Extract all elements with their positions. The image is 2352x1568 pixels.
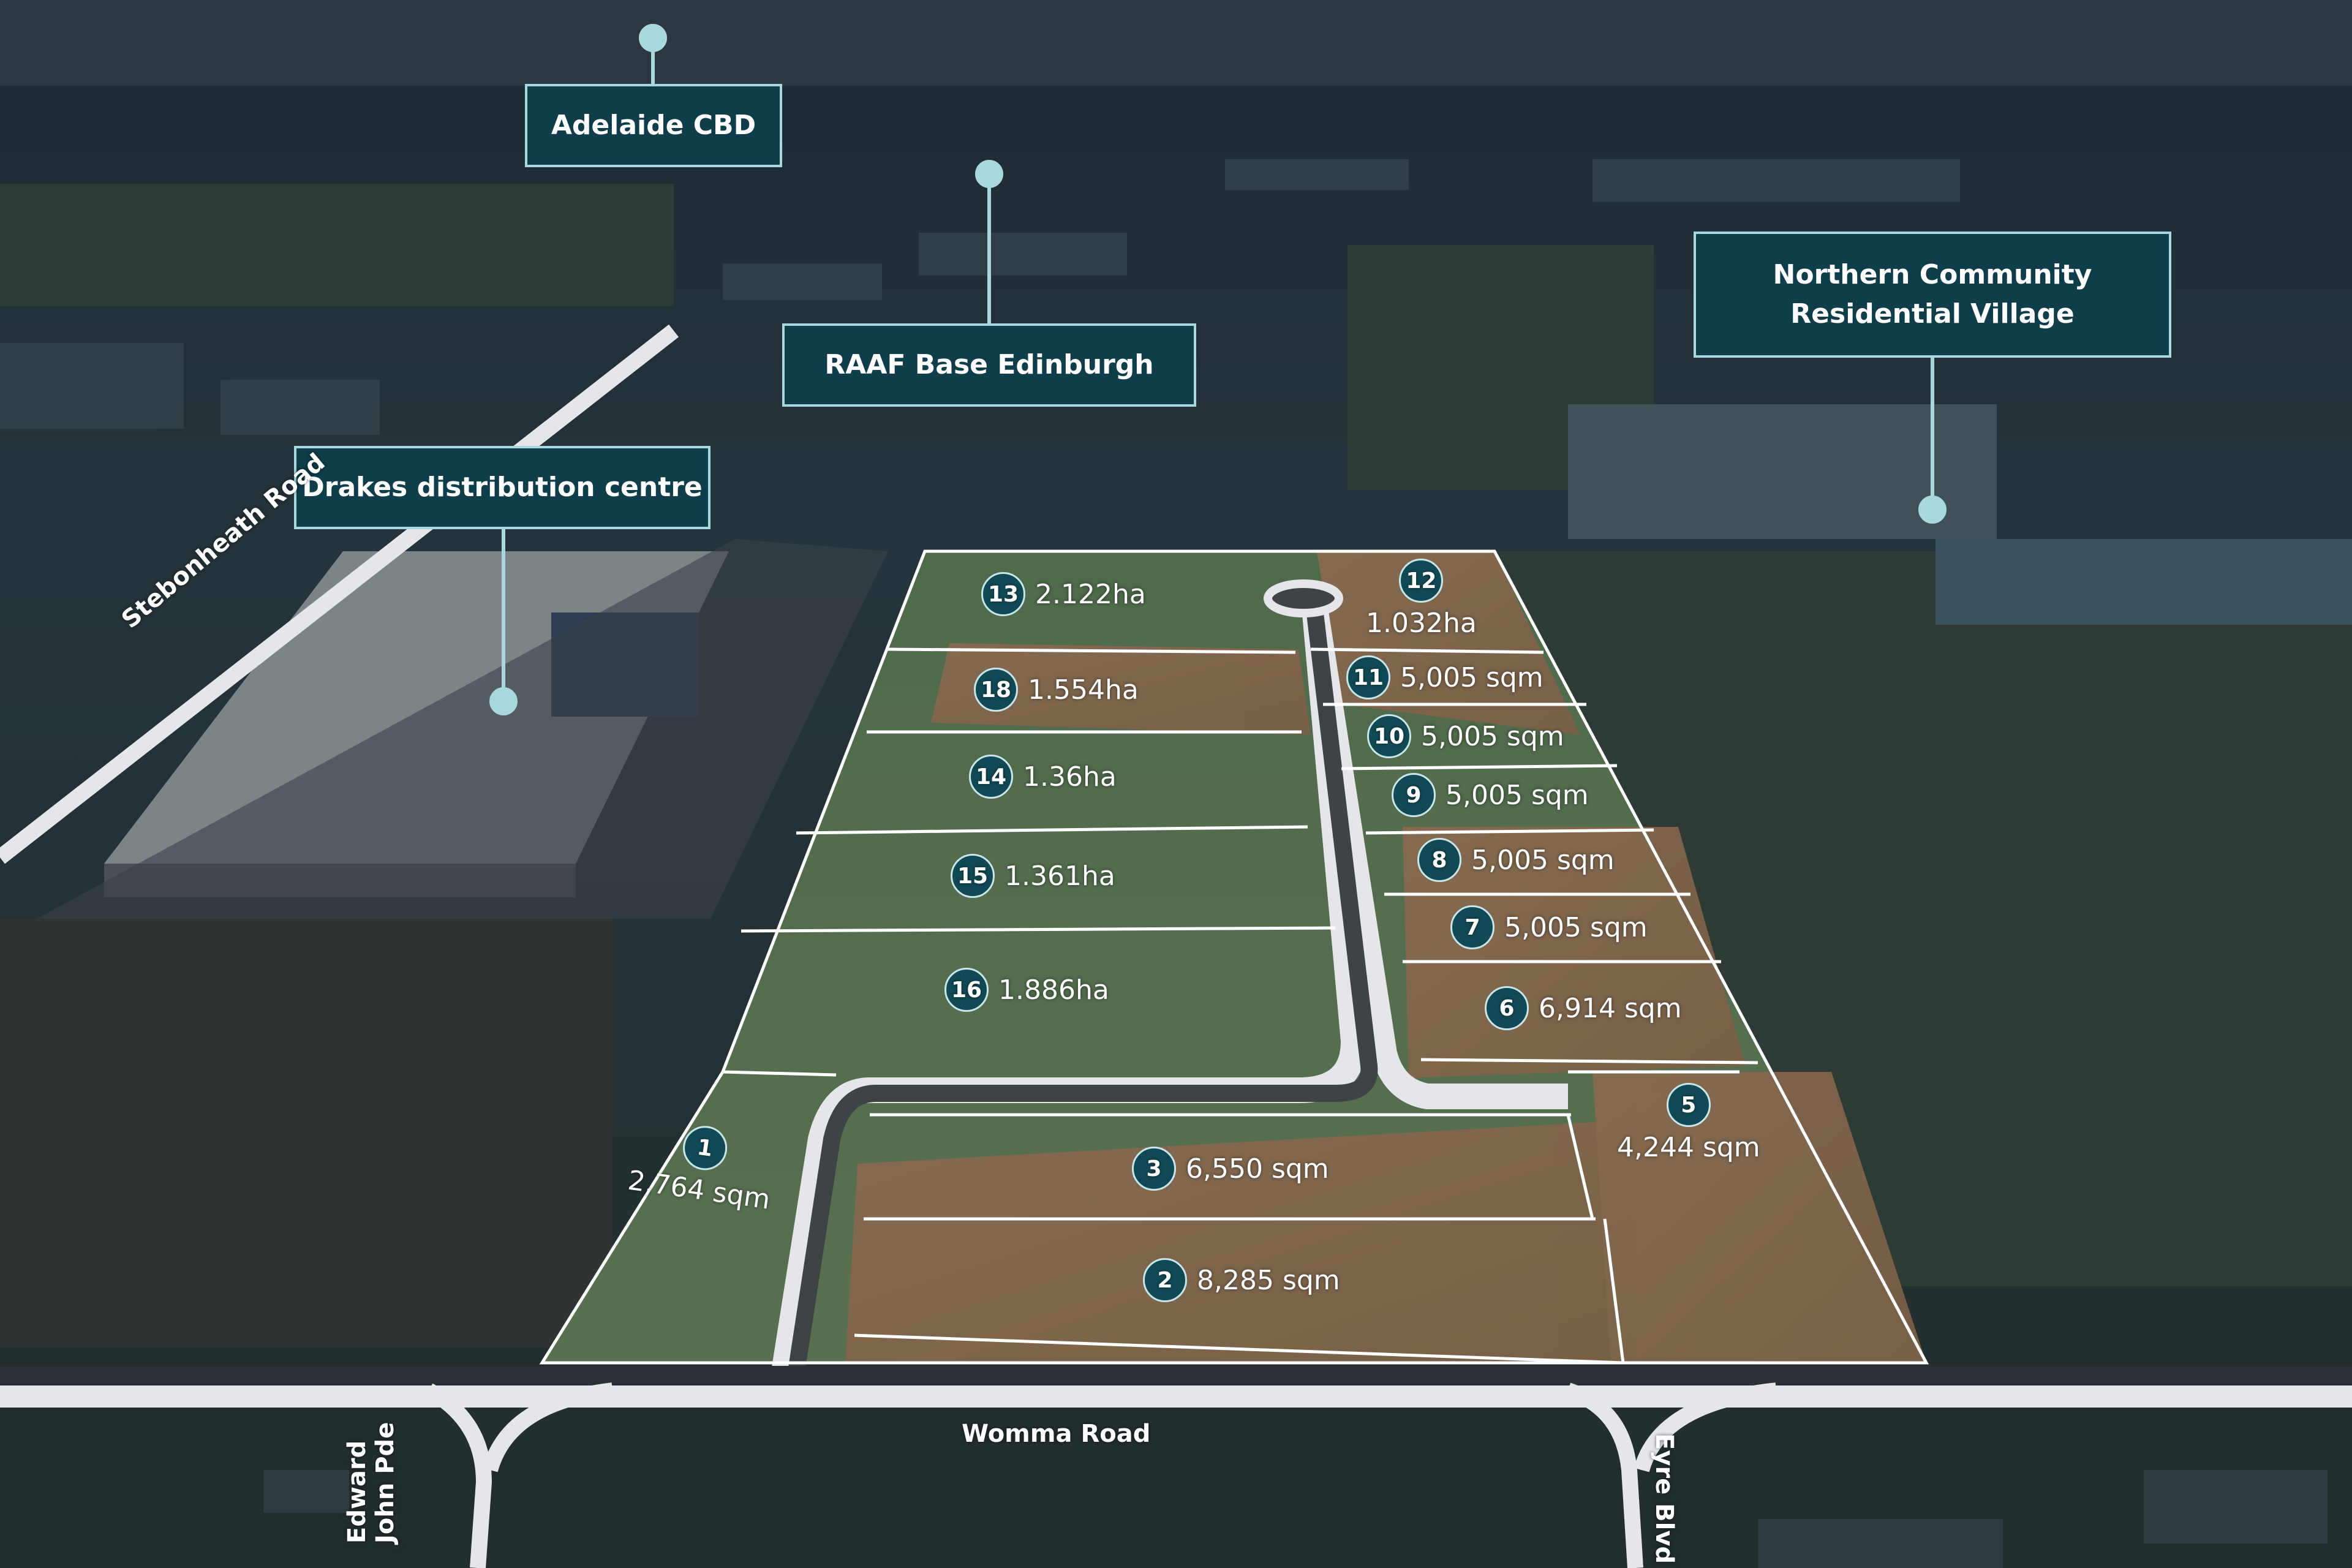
lot-15-area: 1.361ha [1005,860,1115,892]
raaf-base-label: RAAF Base Edinburgh [824,349,1154,380]
northern-pin [1918,496,1947,524]
callout-connectors [489,24,1947,715]
edward-line1: Edward [343,1440,371,1544]
lot-8-area: 5,005 sqm [1471,844,1615,876]
lot-6-label: 6 6,914 sqm [1485,986,1682,1030]
lot-5-label: 5 4,244 sqm [1617,1083,1760,1163]
lot-15-label: 15 1.361ha [951,854,1115,898]
lot-13-badge: 13 [981,572,1025,616]
edward-line2: John Pde [371,1422,399,1544]
lot-7-label: 7 5,005 sqm [1450,905,1648,949]
distant-suburbs [0,159,1960,435]
lower-suburbs [263,1470,2328,1568]
adelaide-pin [639,24,667,52]
adelaide-cbd-label: Adelaide CBD [551,110,756,141]
lot-12-label: 12 1.032ha [1366,559,1477,639]
eyre-blvd-label: Eyre Blvd [1650,1433,1678,1564]
lot-10-badge: 10 [1367,714,1411,758]
lot-10-area: 5,005 sqm [1421,720,1564,752]
lot-12-area: 1.032ha [1366,608,1477,639]
lot-16-badge: 16 [944,968,989,1012]
adelaide-cbd-callout: Adelaide CBD [525,84,782,167]
intersection-roads [424,1382,1777,1568]
northern-community-callout: Northern Community Residential Village [1694,232,2171,358]
lot-3-badge: 3 [1132,1147,1176,1191]
lot-3-area: 6,550 sqm [1186,1153,1329,1185]
womma-road-label: Womma Road [962,1420,1151,1448]
lot-15-badge: 15 [951,854,995,898]
drakes-label: Drakes distribution centre [302,472,703,503]
lot-8-label: 8 5,005 sqm [1417,838,1615,882]
lot-11-badge: 11 [1346,655,1390,699]
lot-9-badge: 9 [1392,773,1436,817]
edward-john-pde-label: Edward John Pde [343,1422,399,1544]
lot-3-label: 3 6,550 sqm [1132,1147,1329,1191]
lot-2-badge: 2 [1143,1258,1187,1302]
lot-10-label: 10 5,005 sqm [1367,714,1564,758]
raaf-base-callout: RAAF Base Edinburgh [782,323,1196,407]
horizon-haze [0,0,2352,86]
stebonheath-road [0,324,679,864]
lot-9-area: 5,005 sqm [1446,779,1589,811]
internal-road-asphalt [788,602,1378,1374]
northern-community-line1: Northern Community [1773,259,2092,290]
drakes-callout: Drakes distribution centre [294,446,710,529]
lot-11-area: 5,005 sqm [1400,662,1544,693]
cul-de-sac [1264,579,1343,617]
lot-6-badge: 6 [1485,986,1529,1030]
lot-18-area: 1.554ha [1028,674,1139,706]
lot-5-badge: 5 [1666,1083,1711,1127]
lot-16-area: 1.886ha [998,974,1109,1006]
lot-18-label: 18 1.554ha [974,668,1139,712]
lot-14-badge: 14 [969,755,1013,799]
lot-12-badge: 12 [1399,559,1444,603]
lot-2-area: 8,285 sqm [1197,1264,1340,1296]
raaf-pin [975,160,1003,188]
lot-1-badge: 1 [680,1123,730,1173]
warehouse-yard [37,539,888,919]
lot-boundaries [539,549,1929,1365]
drakes-pin [489,687,518,715]
lot-16-label: 16 1.886ha [944,968,1109,1012]
womma-road [0,1366,2352,1408]
lot-18-badge: 18 [974,668,1018,712]
lot-2-label: 2 8,285 sqm [1143,1258,1340,1302]
lot-13-area: 2.122ha [1035,578,1146,610]
lot-11-label: 11 5,005 sqm [1346,655,1544,699]
lot-7-badge: 7 [1450,905,1494,949]
northern-community-line2: Residential Village [1790,298,2075,330]
lot-9-label: 9 5,005 sqm [1392,773,1589,817]
lot-14-area: 1.36ha [1023,761,1117,793]
lot-6-area: 6,914 sqm [1539,992,1682,1024]
lot-8-badge: 8 [1417,838,1461,882]
lot-7-area: 5,005 sqm [1504,911,1648,943]
lot-14-label: 14 1.36ha [969,755,1117,799]
lot-5-area: 4,244 sqm [1617,1132,1760,1163]
lot-13-label: 13 2.122ha [981,572,1146,616]
